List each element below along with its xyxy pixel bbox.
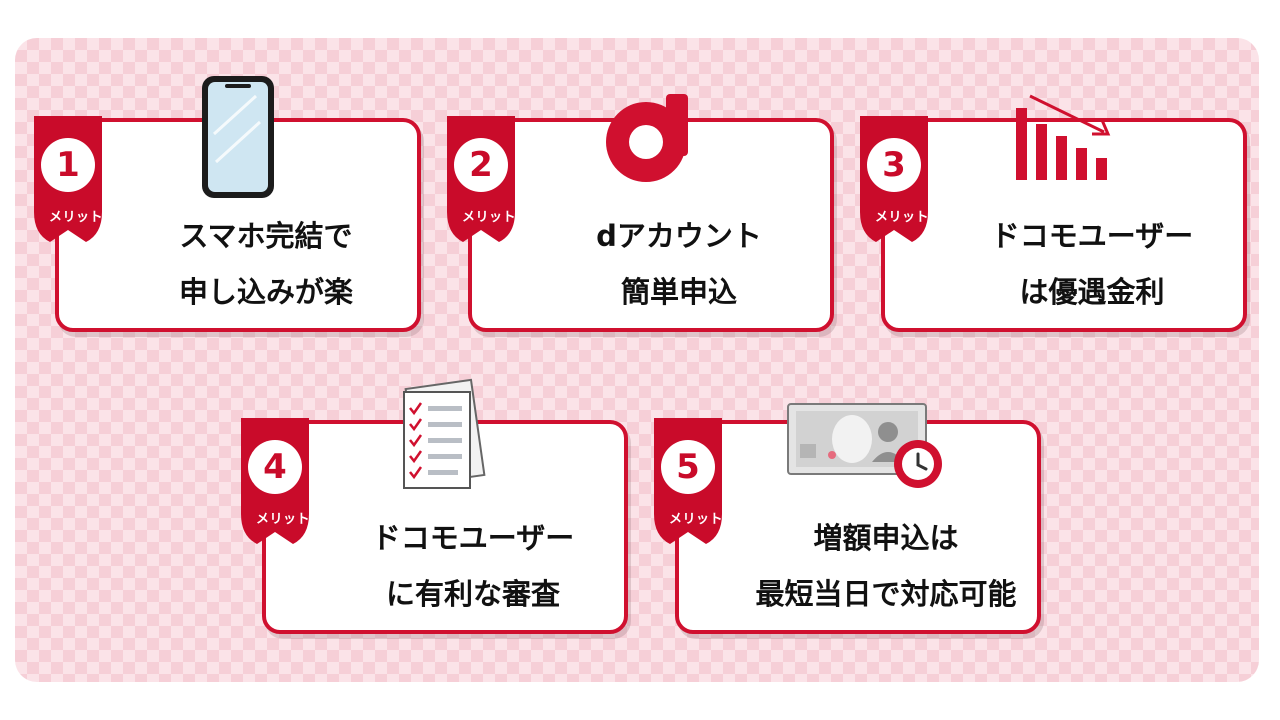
merit-text-3: ドコモユーザー は優遇金利 [955,208,1229,320]
merit-badge-label-1: メリット [48,210,103,225]
merit-badge-label-3: メリット [874,210,929,225]
banknote-clock-icon [786,400,946,496]
merit-badge-3: 3 メリット [860,116,944,244]
merit-1-line-1: スマホ完結で [179,219,353,253]
merit-3-line-1: ドコモユーザー [990,219,1194,253]
merit-5-line-2: 最短当日で対応可能 [755,577,1017,611]
merit-text-4: ドコモユーザー に有利な審査 [336,510,610,622]
d-account-logo [604,90,696,188]
merit-badge-2: 2 メリット [447,116,531,244]
merit-4-line-2: に有利な審査 [385,577,560,611]
merit-badge-label-4: メリット [255,512,310,527]
merit-number-2: 2 [469,145,493,185]
merit-badge-4: 4 メリット [241,418,325,546]
merit-text-5: 増額申込は 最短当日で対応可能 [749,510,1023,622]
merit-card-5: 増額申込は 最短当日で対応可能 [675,420,1041,634]
merit-1-line-2: 申し込みが楽 [178,275,353,309]
merit-5-line-1: 増額申込は [813,521,959,555]
merit-badge-1: 1 メリット [34,116,118,244]
checklist-document-icon [396,378,486,500]
decreasing-bar-chart-icon [1012,92,1116,188]
merit-badge-5: 5 メリット [654,418,738,546]
merit-3-line-2: は優遇金利 [1019,275,1165,309]
merit-number-4: 4 [263,447,287,487]
merit-4-line-1: ドコモユーザー [371,521,575,555]
merit-number-5: 5 [676,447,700,487]
merit-badge-label-5: メリット [668,512,723,527]
merit-number-3: 3 [882,145,906,185]
merit-badge-label-2: メリット [461,210,516,225]
merit-2-line-2: 簡単申込 [620,275,737,309]
merit-number-1: 1 [56,145,80,185]
smartphone-icon [200,74,276,204]
merit-text-1: スマホ完結で 申し込みが楽 [129,208,403,320]
merit-text-2: dアカウント 簡単申込 [542,208,816,320]
merit-2-line-1: dアカウント [596,219,762,253]
